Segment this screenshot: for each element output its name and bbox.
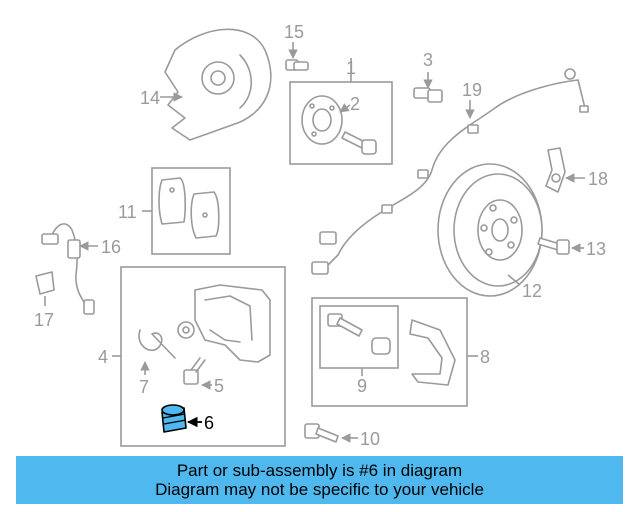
brake-hose-part [41, 223, 95, 315]
hub-bolt-part [341, 131, 377, 155]
callout-1: 1 [346, 58, 356, 78]
callout-16: 16 [101, 237, 121, 257]
callout-10: 10 [360, 429, 380, 449]
callout-15: 15 [284, 22, 304, 42]
callout-19: 19 [462, 80, 482, 100]
caliper-bracket-part [409, 319, 456, 386]
wheel-hub-part [301, 95, 343, 145]
abs-sensor-part [545, 147, 566, 193]
callout-18: 18 [588, 169, 608, 189]
bolt-15-part [285, 59, 309, 71]
callout-7: 7 [139, 377, 149, 397]
callout-11: 11 [118, 202, 137, 222]
callout-17: 17 [34, 310, 54, 330]
callout-4: 4 [98, 347, 108, 367]
guide-pins-part [327, 313, 391, 355]
bolt-3-part [413, 87, 443, 103]
callout-8: 8 [480, 347, 490, 367]
splash-shield-part [164, 28, 272, 141]
banner-line-1: Part or sub-assembly is #6 in diagram [176, 461, 463, 480]
caliper-seal-part [138, 329, 176, 359]
brake-pads-part [158, 177, 220, 239]
callout-13: 13 [586, 239, 606, 259]
callout-6: 6 [204, 413, 214, 433]
bleeder-valve-part [183, 357, 206, 385]
hose-clip-part [35, 271, 55, 295]
callout-12: 12 [522, 281, 542, 301]
guide-pin-kit-box [319, 305, 399, 369]
banner-line-2: Diagram may not be specific to your vehi… [155, 480, 484, 499]
caliper-bracket-box [311, 297, 468, 407]
abs-sensor-wire-part [311, 68, 589, 275]
callout-2: 2 [350, 94, 360, 114]
callout-3: 3 [423, 50, 433, 70]
brake-caliper-part [177, 284, 271, 363]
brake-rotor-part [437, 163, 543, 297]
callout-5: 5 [214, 376, 224, 396]
bolt-13-part [537, 237, 570, 255]
callout-14: 14 [140, 88, 160, 108]
info-banner: Part or sub-assembly is #6 in diagram Di… [16, 456, 623, 504]
callout-9: 9 [357, 376, 367, 396]
parts-diagram: 14 15 1 2 3 19 [34, 22, 608, 449]
hub-assembly-box [289, 81, 393, 165]
part-6-highlighted[interactable] [161, 404, 187, 433]
bolt-10-part [304, 423, 339, 443]
